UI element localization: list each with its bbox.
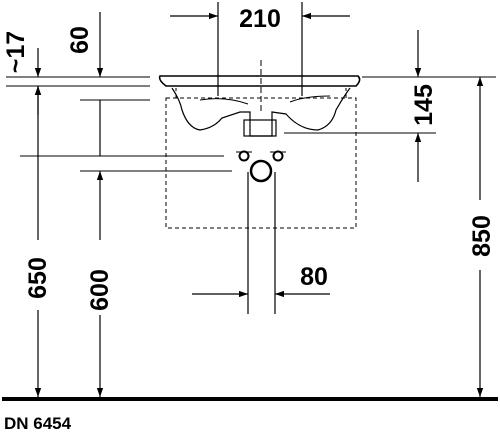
dimension-rim-height-650-label: 650 bbox=[24, 257, 52, 299]
reference-lines-left bbox=[6, 76, 232, 172]
waste-pipe bbox=[236, 60, 286, 314]
dimension-waste-width-label: 80 bbox=[300, 263, 328, 291]
dimension-rim-offset-label: 60 bbox=[66, 26, 94, 54]
washbasin bbox=[158, 75, 361, 137]
dimension-tap-hole-spacing bbox=[170, 2, 350, 96]
dimension-total-height-label: 850 bbox=[468, 215, 496, 257]
dimension-tap-hole-spacing-label: 210 bbox=[239, 5, 281, 33]
dimension-basin-depth-label: 145 bbox=[410, 84, 438, 126]
drawing-reference: DN 6454 bbox=[4, 414, 72, 433]
dimension-rim-height-600-label: 600 bbox=[86, 269, 114, 311]
reference-lines-right bbox=[284, 76, 496, 134]
dimension-overflow-height-label: ~17 bbox=[2, 31, 30, 73]
